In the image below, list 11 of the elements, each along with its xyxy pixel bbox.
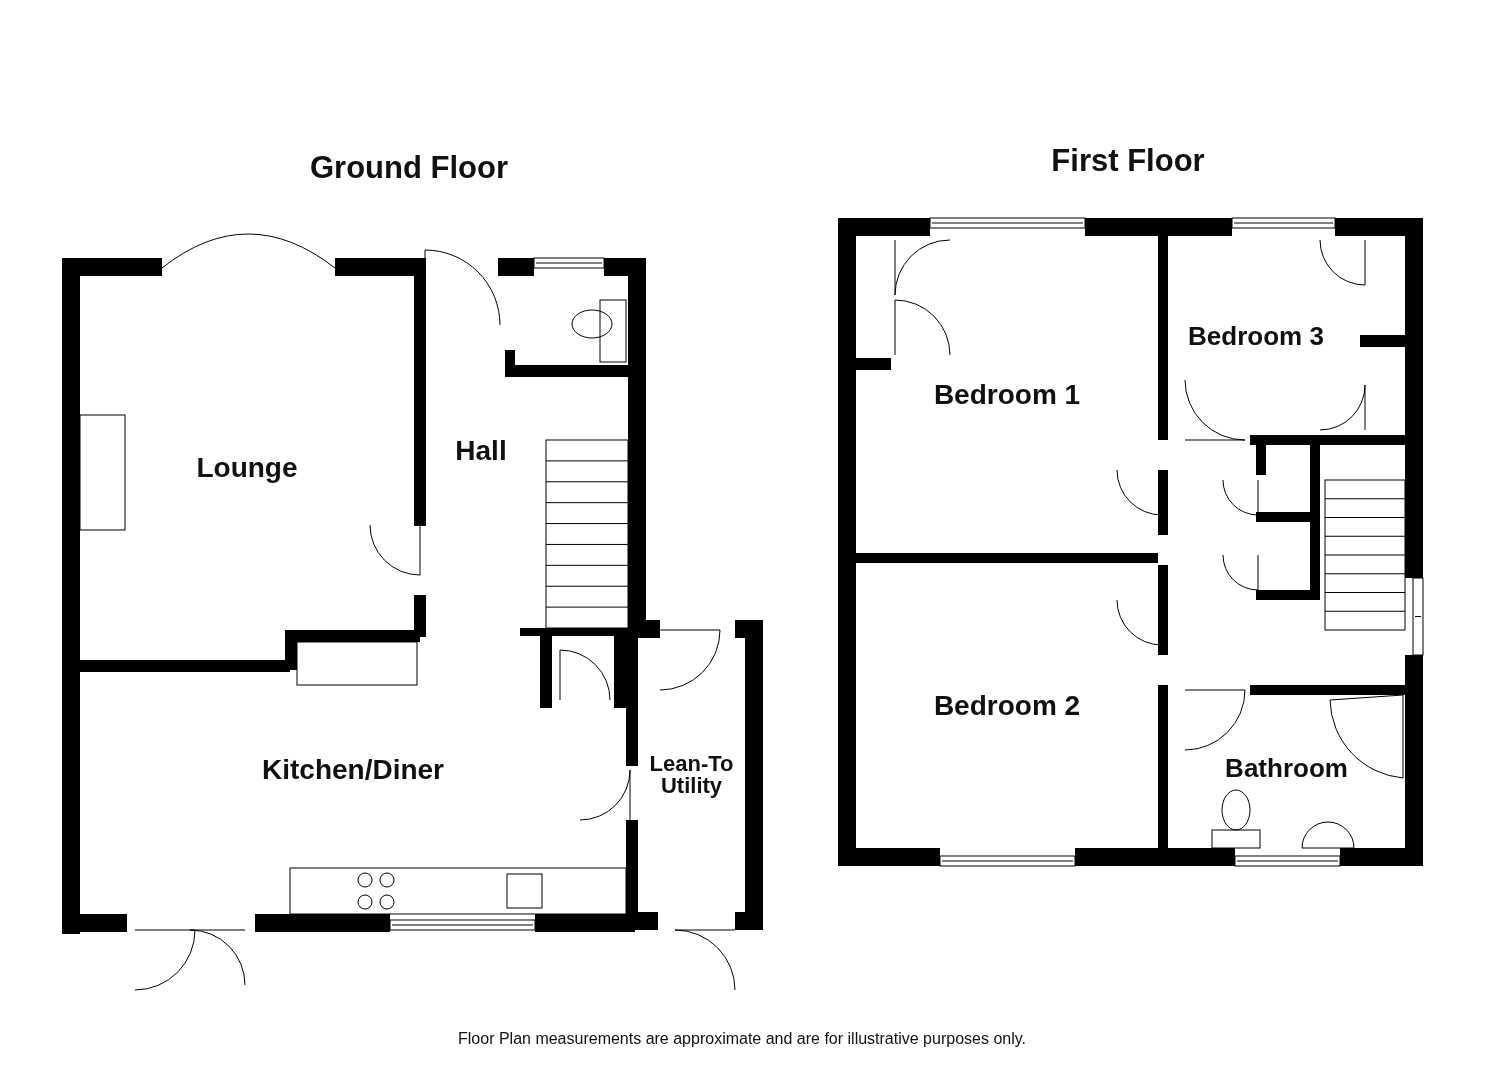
room-label: Kitchen/Diner <box>262 756 444 784</box>
room-label: Bathroom <box>1225 754 1348 781</box>
room-label: Hall <box>455 437 507 465</box>
room-label: Lean-To Utility <box>648 753 735 797</box>
floor-heading: Ground Floor <box>310 150 508 186</box>
room-label: Bedroom 3 <box>1188 322 1324 349</box>
room-label: Lounge <box>196 454 298 482</box>
room-label: Bedroom 1 <box>933 380 1081 409</box>
room-label: Bedroom 2 <box>933 691 1081 720</box>
disclaimer-note: Floor Plan measurements are approximate and are for illustrative purposes only. <box>458 1030 1026 1048</box>
floor-heading: First Floor <box>1051 143 1205 179</box>
